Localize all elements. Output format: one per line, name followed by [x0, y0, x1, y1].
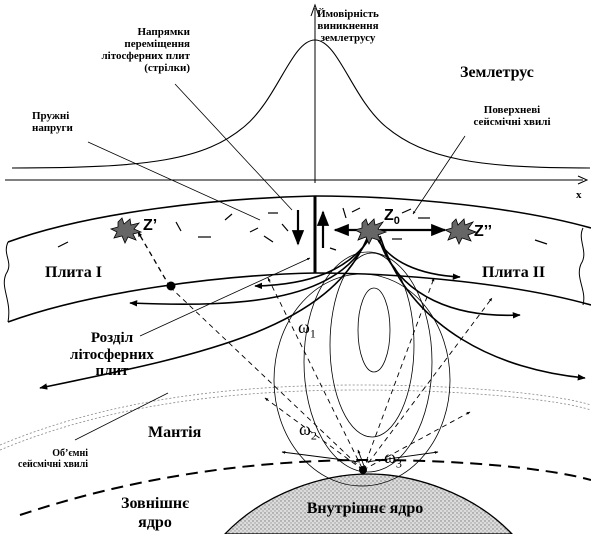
plate-top-edge: [8, 196, 591, 242]
omega3-subscript: 3: [396, 457, 402, 471]
boundary-label: Розділ літосферних плит: [62, 330, 162, 380]
plate-right-break: [579, 228, 584, 305]
directions-label: Напрямки переміщення літосферних плит (с…: [94, 26, 190, 74]
volume-waves-label: Об’ємні сейсмічні хвилі: [2, 448, 88, 470]
z-prime-label: Z’: [143, 217, 157, 235]
plate-left-break: [4, 242, 9, 322]
z0-subscript: 0: [394, 215, 400, 227]
omega1-subscript: 1: [310, 327, 316, 341]
plate1-label: Плита І: [45, 264, 102, 282]
omega2-subscript: 2: [311, 429, 317, 443]
inner-core-label: Внутрішнє ядро: [280, 500, 450, 518]
core: [20, 460, 591, 534]
mantle-label: Мантія: [148, 424, 201, 442]
plate-boundary-point: [167, 282, 176, 291]
z0-label: Z0: [384, 207, 400, 227]
z-double-prime-label: Z’’: [474, 223, 492, 241]
z-double-prime-icon: [445, 219, 476, 244]
omega1-label: ω1: [298, 318, 316, 341]
plate2-label: Плита ІІ: [482, 264, 545, 282]
leader-lines: [75, 84, 465, 440]
omega2-symbol: ω: [299, 419, 311, 439]
omega3-symbol: ω: [384, 447, 396, 467]
z-prime-icon: [111, 218, 141, 243]
outer-core-label: Зовнішнє ядро: [110, 494, 200, 532]
x-axis-label: x: [576, 189, 582, 201]
omega3-label: ω3: [384, 448, 402, 471]
probability-label: Ймовірність виникнення землетрусу: [292, 8, 404, 44]
wavefronts: [274, 252, 450, 486]
omega2-label: ω2: [299, 420, 317, 443]
mantle-boundary: [0, 385, 591, 450]
surface-waves-label: Поверхневі сейсмічні хвилі: [444, 104, 580, 128]
z0-letter: Z: [384, 207, 394, 224]
core-focus-point: [359, 466, 367, 474]
earthquake-label: Землетрус: [460, 64, 534, 82]
omega1-symbol: ω: [298, 317, 310, 337]
elastic-stress-label: Пружні напруги: [32, 110, 112, 134]
